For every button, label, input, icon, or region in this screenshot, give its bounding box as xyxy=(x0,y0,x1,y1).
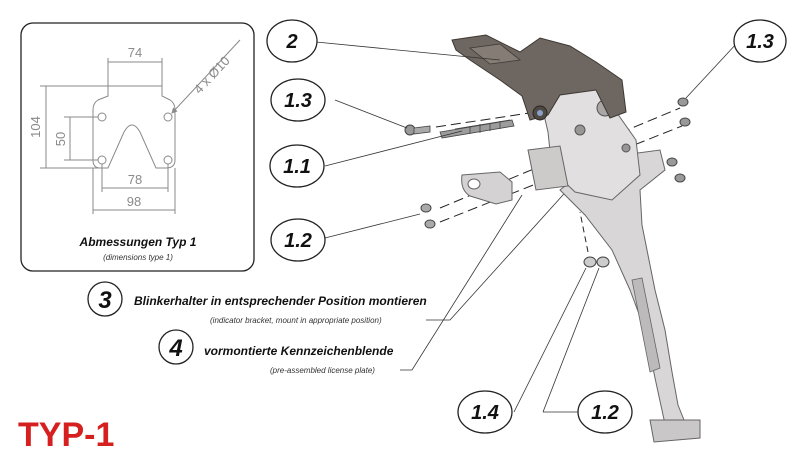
step-4: 4 vormontierte Kennzeichenblende (pre-as… xyxy=(158,194,523,375)
callout-1-3-top: 1.3 xyxy=(746,31,774,53)
callout-2: 2 xyxy=(285,31,297,53)
dim-height-outer: 104 xyxy=(28,116,43,138)
screws-right xyxy=(666,97,691,183)
callout-1-4: 1.4 xyxy=(471,402,499,424)
dim-height-inner: 50 xyxy=(53,132,68,146)
step-4-text: vormontierte Kennzeichenblende xyxy=(204,344,394,358)
callout-1-1: 1.1 xyxy=(283,156,311,178)
screw-left xyxy=(404,124,431,136)
dimensions-title: Abmessungen Typ 1 xyxy=(79,235,197,249)
callout-1-2-bottom: 1.2 xyxy=(591,402,619,424)
step-4-number: 4 xyxy=(168,335,182,362)
indicator-bracket xyxy=(461,171,513,205)
dim-width-top: 74 xyxy=(128,45,142,60)
bracket-assembly xyxy=(404,34,701,443)
step-3-number: 3 xyxy=(98,287,112,314)
step-4-subtext: (pre-assembled license plate) xyxy=(270,366,375,375)
dim-width-mid: 78 xyxy=(128,172,142,187)
washers-bottom xyxy=(583,256,610,268)
step-3: 3 Blinkerhalter in entsprechender Positi… xyxy=(87,184,573,325)
dimensions-box: 74 4 x Ø10 104 50 78 98 Abmessungen Typ … xyxy=(20,22,255,272)
plate-outline xyxy=(92,85,176,169)
nuts-left xyxy=(420,203,436,229)
dim-width-bottom: 98 xyxy=(127,194,141,209)
type-label: TYP-1 xyxy=(18,416,114,454)
callout-1-3-left: 1.3 xyxy=(284,90,312,112)
callout-1-2-left: 1.2 xyxy=(284,230,312,252)
step-3-subtext: (indicator bracket, mount in appropriate… xyxy=(210,316,382,325)
step-3-text: Blinkerhalter in entsprechender Position… xyxy=(134,294,427,308)
dimensions-subtitle: (dimensions type 1) xyxy=(103,253,173,262)
callouts: 2 1.3 1.1 1.2 1.3 1.4 1.2 xyxy=(266,19,787,434)
